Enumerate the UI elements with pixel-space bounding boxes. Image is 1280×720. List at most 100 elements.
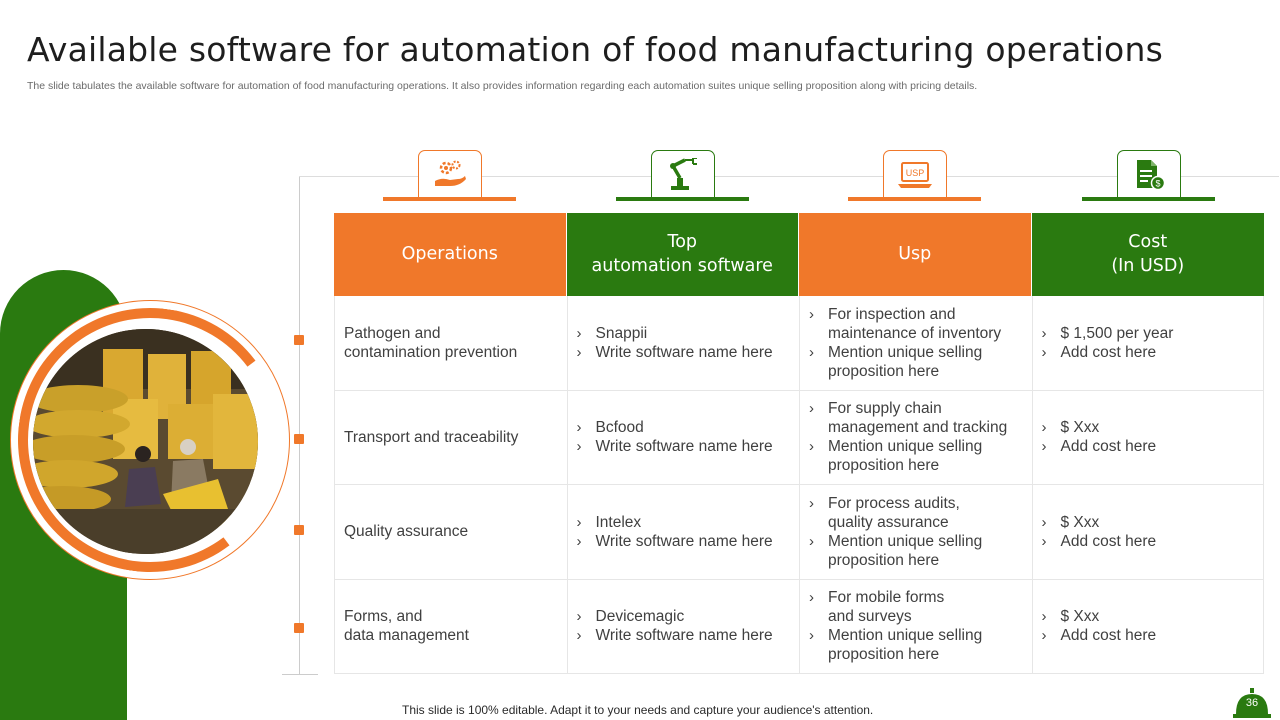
bullet-text: Write software name here bbox=[595, 343, 773, 361]
timeline-bottom-tick bbox=[282, 674, 318, 675]
bullet-item: › Mention unique selling proposition here bbox=[809, 437, 1023, 475]
bullet-item: › $ Xxx bbox=[1042, 607, 1255, 626]
bullet-text: Add cost here bbox=[1060, 438, 1157, 456]
food-workers-photo bbox=[33, 329, 258, 554]
chevron-right-icon: › bbox=[1041, 343, 1047, 361]
software-cell: ›Intelex› Write software name here bbox=[566, 485, 800, 579]
cost-cell: ›$ Xxx›Add cost here bbox=[1031, 390, 1264, 484]
chevron-right-icon: › bbox=[809, 589, 814, 607]
header-usp: Usp bbox=[799, 213, 1032, 296]
usp-cell: › For process audits, quality assurance › M… bbox=[799, 485, 1032, 579]
slide-subtitle: The slide tabulates the available softwa… bbox=[27, 80, 978, 92]
bullet-item: ›$ Xxx bbox=[1042, 513, 1255, 532]
icon-underline bbox=[616, 197, 749, 201]
operation-cell: Pathogen and contamination prevention bbox=[334, 296, 567, 390]
bullet-item: › Write software name here bbox=[577, 437, 791, 456]
chevron-right-icon: › bbox=[1041, 532, 1047, 550]
bullet-text: Bcfood bbox=[595, 419, 644, 437]
bullet-text: Mention unique selling proposition here bbox=[828, 532, 983, 569]
operation-cell: Quality assurance bbox=[334, 485, 567, 579]
bullet-text: Write software name here bbox=[595, 438, 773, 456]
bullet-text: For process audits, quality assurance bbox=[828, 494, 960, 531]
timeline-dot bbox=[294, 434, 304, 444]
bullet-text: For supply chain management and tracking bbox=[828, 400, 1008, 437]
table-header: Operations Top automation software Usp C… bbox=[334, 213, 1264, 296]
svg-text:USP: USP bbox=[906, 168, 925, 178]
photo-illustration bbox=[33, 329, 258, 554]
slide-title: Available software for automation of foo… bbox=[27, 30, 1163, 69]
bullet-item: ›For mobile forms and surveys bbox=[809, 588, 1023, 626]
icon-underline bbox=[848, 197, 981, 201]
software-cell: ›Devicemagic›Write software name here bbox=[566, 579, 800, 673]
bullet-text: Write software name here bbox=[595, 532, 773, 550]
invoice-dollar-icon: $ bbox=[1117, 150, 1181, 198]
cost-cell: › $ 1,500 per year›Add cost here bbox=[1031, 296, 1264, 390]
bullet-item: ›Add cost here bbox=[1042, 343, 1255, 362]
bullet-item: › Write software name here bbox=[577, 532, 791, 551]
operation-cell: Forms, and data management bbox=[334, 579, 567, 673]
chevron-right-icon: › bbox=[809, 343, 814, 361]
bullet-item: ›Devicemagic bbox=[577, 607, 791, 626]
bullet-item: › For inspection and maintenance of inven… bbox=[809, 305, 1023, 343]
bullet-text: Add cost here bbox=[1060, 627, 1157, 645]
chevron-right-icon: › bbox=[1041, 627, 1047, 645]
usp-laptop-icon: USP bbox=[883, 150, 947, 198]
bullet-text: For inspection and maintenance of invent… bbox=[828, 305, 1002, 342]
bullet-text: Snappii bbox=[595, 324, 648, 342]
bullet-item: ›Write software name here bbox=[577, 626, 791, 645]
chevron-right-icon: › bbox=[809, 438, 814, 456]
bullet-text: $ Xxx bbox=[1060, 608, 1100, 626]
timeline-dot bbox=[294, 525, 304, 535]
header-cost: Cost (In USD) bbox=[1031, 213, 1264, 296]
chevron-right-icon: › bbox=[1041, 608, 1047, 626]
bullet-item: › Add cost here bbox=[1042, 532, 1255, 551]
bullet-text: $ 1,500 per year bbox=[1060, 324, 1174, 342]
bullet-item: ›Bcfood bbox=[577, 418, 791, 437]
timeline-line bbox=[299, 176, 300, 675]
table-body: Pathogen and contamination prevention › Sn… bbox=[334, 296, 1264, 674]
bullet-item: ›Mention unique selling proposition here bbox=[809, 626, 1023, 664]
bullet-item: › Mention unique selling proposition here bbox=[809, 532, 1023, 570]
gears-hand-icon bbox=[418, 150, 482, 198]
page-badge-icon bbox=[1233, 688, 1271, 718]
bullet-text: Mention unique selling proposition here bbox=[828, 438, 983, 475]
software-cell: ›Bcfood› Write software name here bbox=[566, 390, 800, 484]
bullet-text: Mention unique selling proposition here bbox=[828, 343, 983, 380]
table-row: Transport and traceability›Bcfood›Write … bbox=[334, 390, 1264, 485]
icon-underline bbox=[1082, 197, 1215, 201]
bullet-text: Mention unique selling proposition here bbox=[828, 627, 983, 664]
bullet-item: ›For supply chain management and trackin… bbox=[809, 399, 1023, 437]
operation-cell: Transport and traceability bbox=[334, 390, 567, 484]
svg-text:$: $ bbox=[1155, 178, 1160, 188]
bullet-text: Devicemagic bbox=[595, 608, 685, 626]
bullet-text: $ Xxx bbox=[1060, 513, 1100, 531]
header-operations: Operations bbox=[334, 213, 567, 296]
cost-cell: › $ Xxx › Add cost here bbox=[1031, 579, 1264, 673]
table-row: Forms, and data management›Devicemagic›W… bbox=[334, 579, 1264, 674]
bullet-text: Write software name here bbox=[595, 627, 773, 645]
chevron-right-icon: › bbox=[1041, 324, 1047, 342]
timeline-top-line bbox=[299, 176, 1279, 177]
bullet-text: Intelex bbox=[595, 513, 642, 531]
bullet-text: Add cost here bbox=[1060, 532, 1157, 550]
bullet-item: ›Intelex bbox=[577, 513, 791, 532]
chevron-right-icon: › bbox=[809, 305, 814, 323]
page-number: 36 bbox=[1245, 697, 1259, 709]
footer-note: This slide is 100% editable. Adapt it to… bbox=[402, 703, 874, 717]
bullet-item: › $ 1,500 per year bbox=[1042, 324, 1255, 343]
chevron-right-icon: › bbox=[576, 532, 582, 550]
chevron-right-icon: › bbox=[809, 494, 814, 512]
bullet-item: ›$ Xxx bbox=[1042, 418, 1255, 437]
usp-cell: › For inspection and maintenance of inven… bbox=[799, 296, 1032, 390]
bullet-item: › Snappii bbox=[577, 324, 791, 343]
chevron-right-icon: › bbox=[576, 324, 582, 342]
table-row: Pathogen and contamination prevention › Sn… bbox=[334, 296, 1264, 391]
bullet-item: › Mention unique selling proposition here bbox=[809, 343, 1023, 381]
icon-underline bbox=[383, 197, 516, 201]
chevron-right-icon: › bbox=[576, 438, 582, 456]
chevron-right-icon: › bbox=[809, 532, 814, 550]
bullet-text: $ Xxx bbox=[1060, 419, 1100, 437]
cost-cell: ›$ Xxx› Add cost here bbox=[1031, 485, 1264, 579]
timeline-dot bbox=[294, 623, 304, 633]
chevron-right-icon: › bbox=[576, 343, 582, 361]
